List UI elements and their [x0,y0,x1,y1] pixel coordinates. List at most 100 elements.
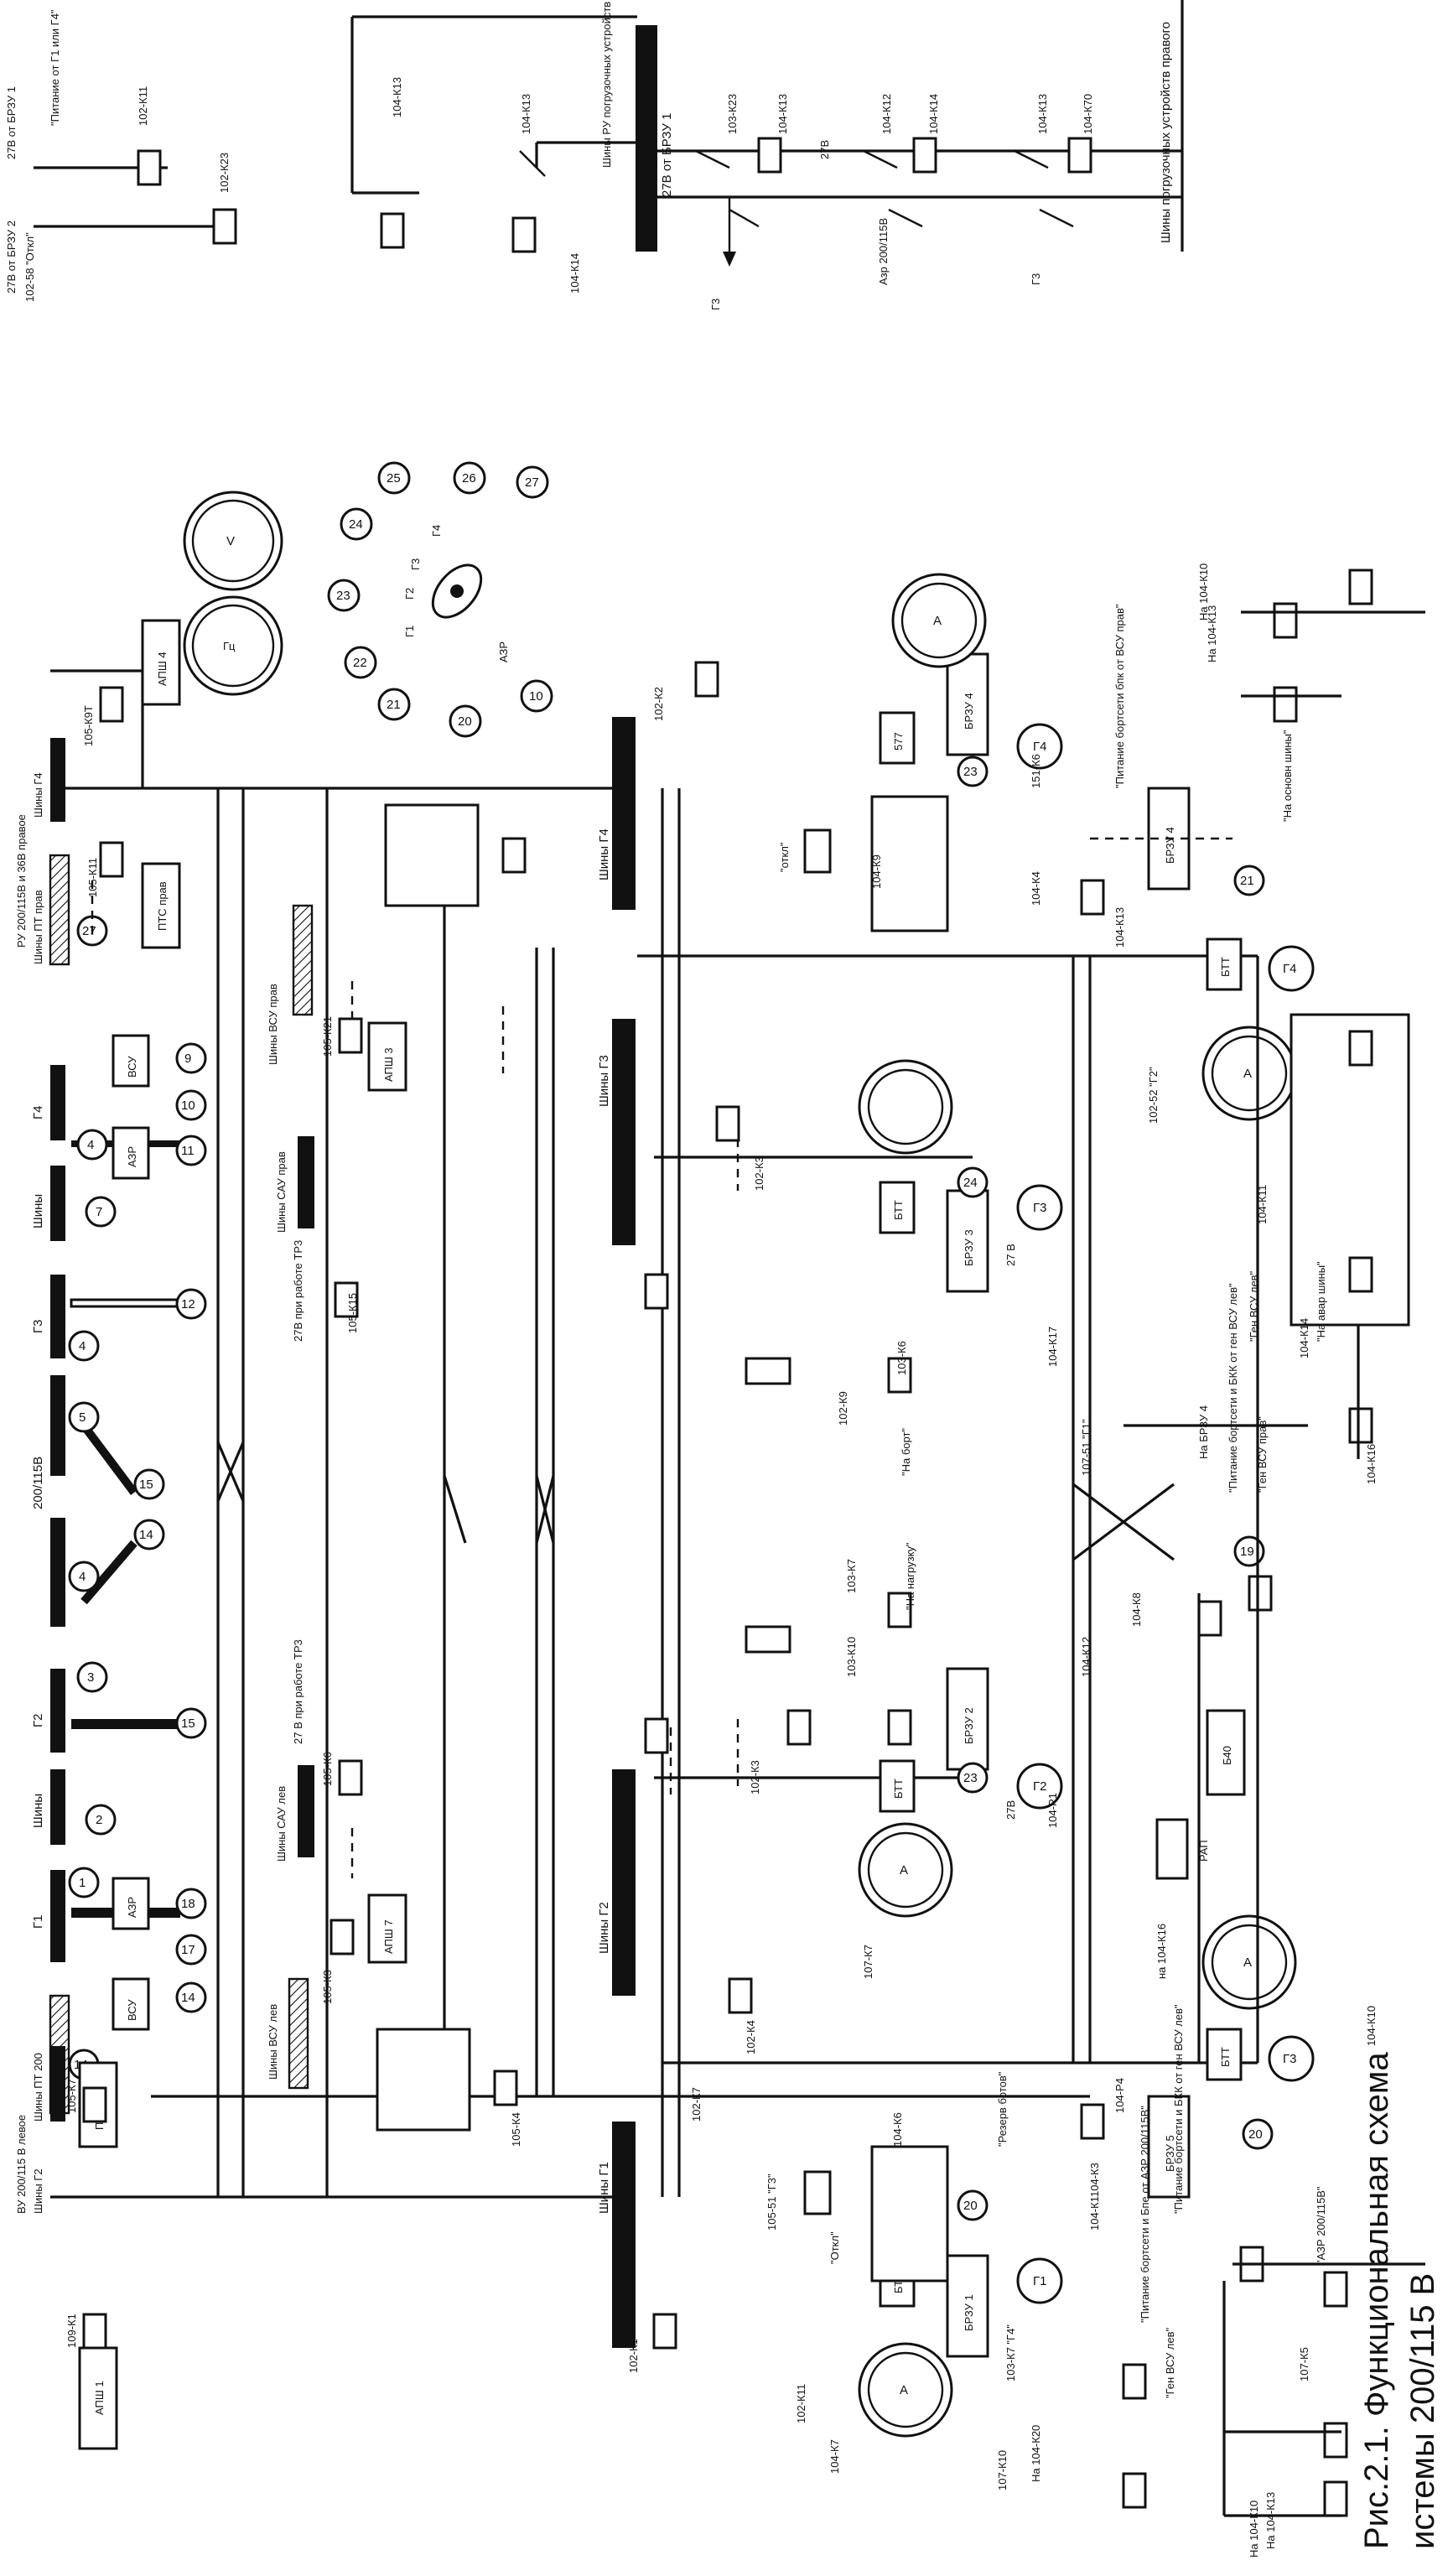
diagram-label: на 104-К16 [1155,1924,1168,1979]
mimic-bar [71,1719,180,1729]
diagram-element [68,1330,100,1362]
relay-coil [745,1357,791,1385]
diagram-element [175,1888,207,1919]
wire [1072,1483,1175,1561]
diagram-label: 104-К7 [828,2439,841,2474]
left-mimic-panel: Г4 Шины Г3 200/115В Г2 Шины Г1 ВСУ АЗР А… [31,738,207,2122]
bus-vsu-lev-label: Шины ВСУ лев [267,2004,279,2080]
diagram-label: 107-51 "Г1" [1080,1419,1092,1476]
ammeter [858,2342,953,2438]
relay-label: 104-К13 [520,94,532,134]
ammeter [891,573,987,668]
circle-node [377,688,411,721]
circle-number: 11 [181,1144,195,1158]
selector-label: Г4 [430,525,443,537]
mimic-bus-200 [50,1375,65,1476]
relay-coil [728,1977,753,2014]
diagram-label: 104-К1 [1088,2196,1101,2231]
brzu4-box [946,652,989,756]
circle-number: 4 [79,1570,86,1584]
diagram-label: 105-К3 [321,1970,334,2004]
diagram-label: 102-К4 [745,2020,757,2054]
diagram-element [68,1561,100,1592]
mimic-label: Г1 [31,1915,45,1929]
relay-coil [803,2170,832,2215]
rap-label: РАП [1197,1840,1210,1862]
contact [863,149,898,169]
bus-vsu-prav [292,904,314,1016]
generator-label: Г1 [1033,2274,1046,2288]
middle-relays [82,661,1147,2509]
diagram-label: "Откл" [828,2231,841,2264]
relay-coil [493,2070,518,2106]
azr-label: Азр 200/115В [877,218,890,285]
diagram-label: "На борт" [900,1428,912,1476]
diagram-label: 104-К13 [1113,907,1126,948]
brzu3-label: БРЗУ 3 [963,1229,975,1266]
bus-g3-label: Шины Г3 [597,1055,611,1107]
pts-prav-box [141,862,181,949]
diagram-label: "Питание бортсети и Бпе от АЗР 200/115В" [1139,2106,1151,2323]
circle-number: 3 [87,1670,94,1685]
diagram-label: На 104-К10 [1248,2501,1260,2558]
relay-coil [757,137,782,174]
circle-number: 1 [79,1876,86,1890]
azr-box [112,1877,150,1930]
relay-coil [82,2086,107,2123]
diagram-label: 103-К7 [845,1559,858,1593]
generator-label: Г3 [1283,2052,1296,2066]
diagram-label: 102-К7 [690,2087,703,2122]
circle-number: 27 [525,475,539,490]
contact [695,149,730,169]
bus-27v-brzu1 [636,25,657,252]
diagram-label: "Питание бортсети бпк от ВСУ прав" [1113,604,1126,788]
circle-node [957,2189,989,2221]
voltmeter-ring [191,499,275,583]
diagram-label: На 104-К10 [1197,564,1210,621]
circle-number: 4 [79,1339,86,1353]
bus-g1 [612,2122,636,2348]
circle-node [520,679,553,713]
circle-number: 2 [96,1813,102,1827]
relay-coil [652,2313,677,2350]
bus-g3 [612,1019,636,1245]
circle-number: 20 [458,714,472,729]
diagram-label: 105-К15 [346,1293,359,1333]
bus-left-load-label: Шины РУ погрузочных устройств левого [600,0,613,168]
s577-label: 577 [892,732,905,750]
bus-right-load-label: Шины погрузочных устройств правого [1159,22,1173,243]
btt-box [1206,937,1243,991]
label-27v-brzu2: 27В от БРЗУ 2 [5,221,18,293]
vsu-label: ВСУ [126,1999,138,2021]
bus-g2 [612,1769,636,1996]
generator-g3b [1268,2035,1315,2082]
diagram-label: 104-К16 [1365,1444,1378,1484]
generator-label: Г2 [1033,1779,1046,1794]
diagram-label: 104-К17 [1046,1327,1059,1367]
agsh4-box [141,619,181,706]
caption-line-2: истемы 200/115 В [1404,2273,1441,2549]
brzu1-box [946,2254,989,2358]
relay-coil [1323,2422,1348,2459]
relay-coil [1248,1575,1273,1612]
label-102-k11: 102-К11 [137,86,149,126]
relay-frame [870,2145,949,2283]
diagram-label: 104-К10 [1365,2006,1378,2046]
b40-box [1206,1709,1246,1796]
right-logic: 19 21 20 23 20 24 23 [91,569,1425,2517]
diagram-label: 104-К4 [1030,871,1042,906]
relay-coil [1197,1600,1222,1637]
mimic-bus-g2 [50,1669,65,1753]
ammeter-symbol: А [933,614,942,628]
diagram-element [867,2351,944,2428]
diagram-label: 105-К6 [321,1752,334,1786]
circle-number: 20 [1248,2127,1263,2142]
vu-lev-label: ВУ 200/115 В левое [15,2115,28,2214]
agsh1-label: АПШ 1 [93,2381,106,2415]
circle-number: 23 [336,589,350,603]
circle-node [1242,2118,1274,2150]
circle-number: 23 [963,1771,978,1785]
ammeter [858,1059,953,1155]
diagram-label: 103-К7 "Г4" [1004,2324,1017,2381]
diagram-element [85,1804,117,1836]
